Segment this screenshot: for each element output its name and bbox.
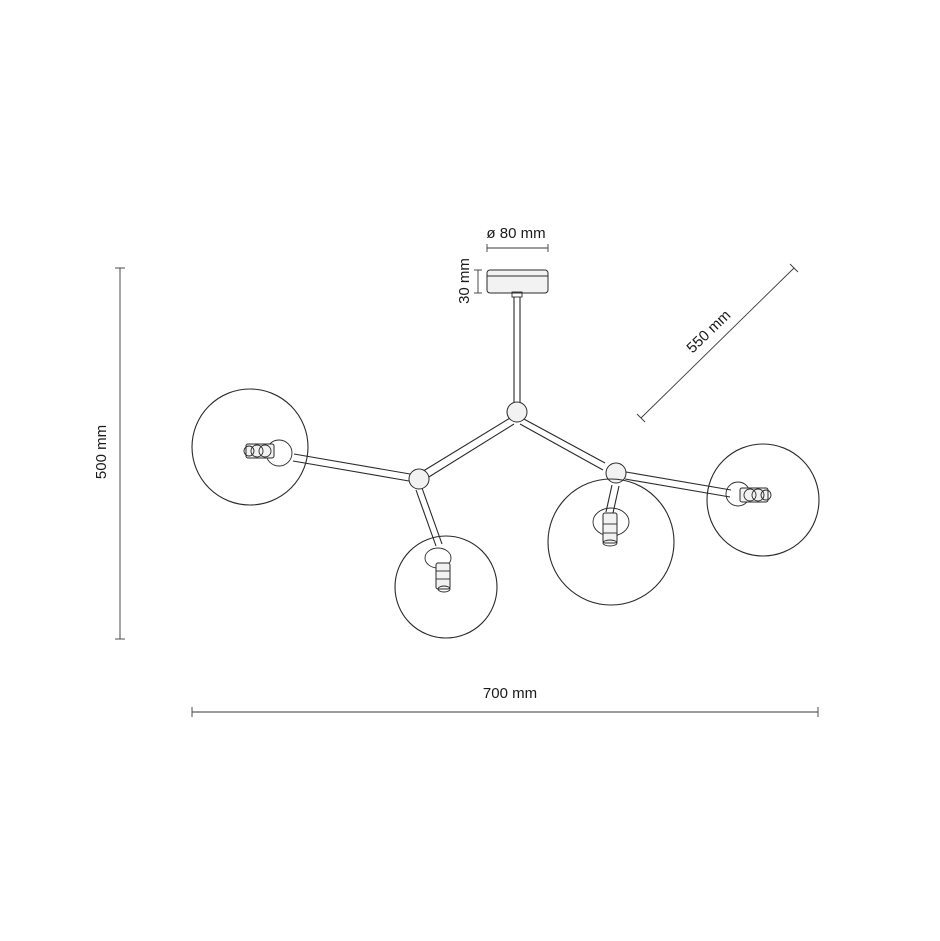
arms <box>292 417 732 547</box>
globe-far-right <box>706 443 820 557</box>
ceiling-canopy <box>486 269 549 298</box>
canopy-diameter-label: ø 80 mm <box>486 225 545 242</box>
canopy-height-label: 30 mm <box>456 258 473 304</box>
globe-right <box>547 478 675 606</box>
width-dimension: 700 mm <box>191 685 819 717</box>
height-dimension: 500 mm <box>93 267 125 640</box>
globe-lower-left <box>394 535 498 639</box>
center-hub <box>506 401 528 423</box>
joint-hubs <box>408 401 627 490</box>
height-label: 500 mm <box>93 425 110 479</box>
central-rod <box>513 297 521 402</box>
right-hub <box>605 462 627 484</box>
canopy-height-dimension: 30 mm <box>456 258 482 304</box>
canopy-diameter-dimension: ø 80 mm <box>486 225 549 252</box>
diagonal-label: 550 mm <box>683 307 734 357</box>
diagonal-dimension: 550 mm <box>636 263 799 423</box>
left-hub <box>408 468 430 490</box>
width-label: 700 mm <box>483 685 537 702</box>
globe-left <box>191 388 309 506</box>
